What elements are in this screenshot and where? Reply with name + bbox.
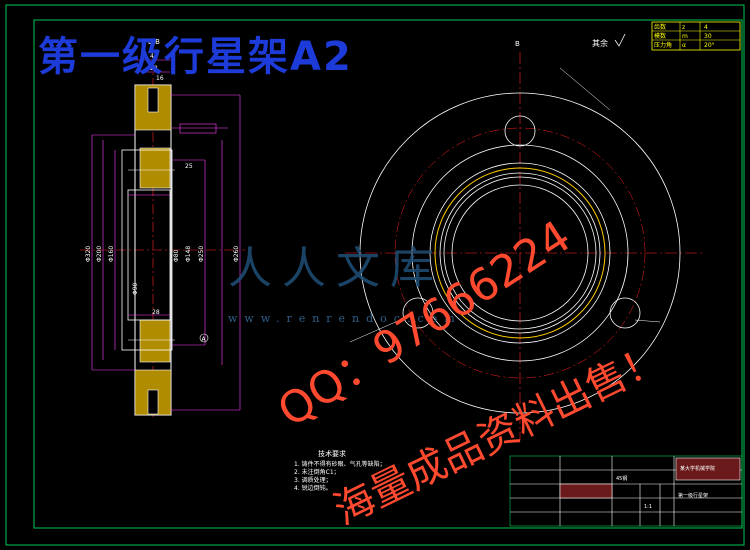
tech-line-2: 3. 调质处理； — [294, 476, 332, 484]
front-view — [345, 52, 705, 440]
param-name-1: 模数 — [654, 32, 666, 40]
outer-frame — [5, 4, 745, 546]
tb-drawing-name: 第一级行星架 — [678, 492, 708, 499]
param-symbol-0: z — [682, 24, 685, 31]
dim-8: 45 — [150, 53, 158, 60]
tech-title: 技术要求 — [318, 449, 346, 458]
param-value-1: 30 — [704, 33, 712, 40]
dim-5: Φ148 — [185, 246, 192, 262]
dim-11: 25 — [185, 163, 193, 170]
param-symbol-1: m — [682, 33, 688, 40]
parameter-table: 齿数 z 4 模数 m 30 压力角 α 20° — [651, 21, 741, 51]
param-symbol-2: α — [682, 42, 686, 49]
roughness-note: 其余 — [592, 38, 608, 48]
dim-3: Φ90 — [132, 282, 139, 295]
param-value-2: 20° — [704, 42, 715, 49]
roughness-symbol-icon — [614, 33, 626, 47]
param-name-2: 压力角 — [654, 41, 672, 49]
watermark-logo: 人人文库 — [228, 243, 444, 294]
title-block-texts: 45钢 1:1 第一级行星架 某大学机械学院 — [616, 465, 715, 510]
tech-line-1: 2. 未注倒角C1； — [294, 468, 340, 476]
dim-6: Φ250 — [198, 246, 205, 262]
dim-9: 28 — [150, 65, 158, 72]
param-value-0: 4 — [704, 24, 708, 31]
dim-7: Φ260 — [233, 246, 240, 262]
tb-scale: 1:1 — [644, 504, 652, 510]
dim-12: 28 — [152, 309, 160, 316]
watermark-url: www.renrendoc.com — [228, 312, 462, 325]
drawing-title: 第一级行星架A2 — [38, 34, 353, 80]
tech-line-0: 1. 铸件不得有砂眼、气孔等缺陷； — [294, 460, 386, 468]
dim-1: Φ200 — [96, 246, 103, 262]
dimension-texts: Φ320 Φ200 Φ160 Φ90 Φ80 Φ148 Φ250 Φ260 45… — [85, 53, 240, 316]
tech-line-3: 4. 锐边倒钝。 — [294, 484, 332, 492]
section-label: B-B — [148, 38, 160, 46]
param-name-0: 齿数 — [654, 23, 666, 31]
dim-10: 16 — [156, 75, 164, 82]
datum-label: A — [202, 336, 207, 343]
dim-2: Φ160 — [108, 246, 115, 262]
section-view: A — [80, 59, 245, 420]
tb-school: 某大学机械学院 — [680, 465, 715, 472]
dim-0: Φ320 — [85, 246, 92, 262]
tech-requirements: 技术要求 1. 铸件不得有砂眼、气孔等缺陷； 2. 未注倒角C1； 3. 调质处… — [294, 449, 386, 492]
tb-material: 45钢 — [616, 475, 627, 482]
title-block — [509, 455, 743, 527]
inner-frame — [33, 19, 743, 529]
dim-4: Φ80 — [173, 249, 180, 262]
view-label: B — [515, 40, 520, 48]
